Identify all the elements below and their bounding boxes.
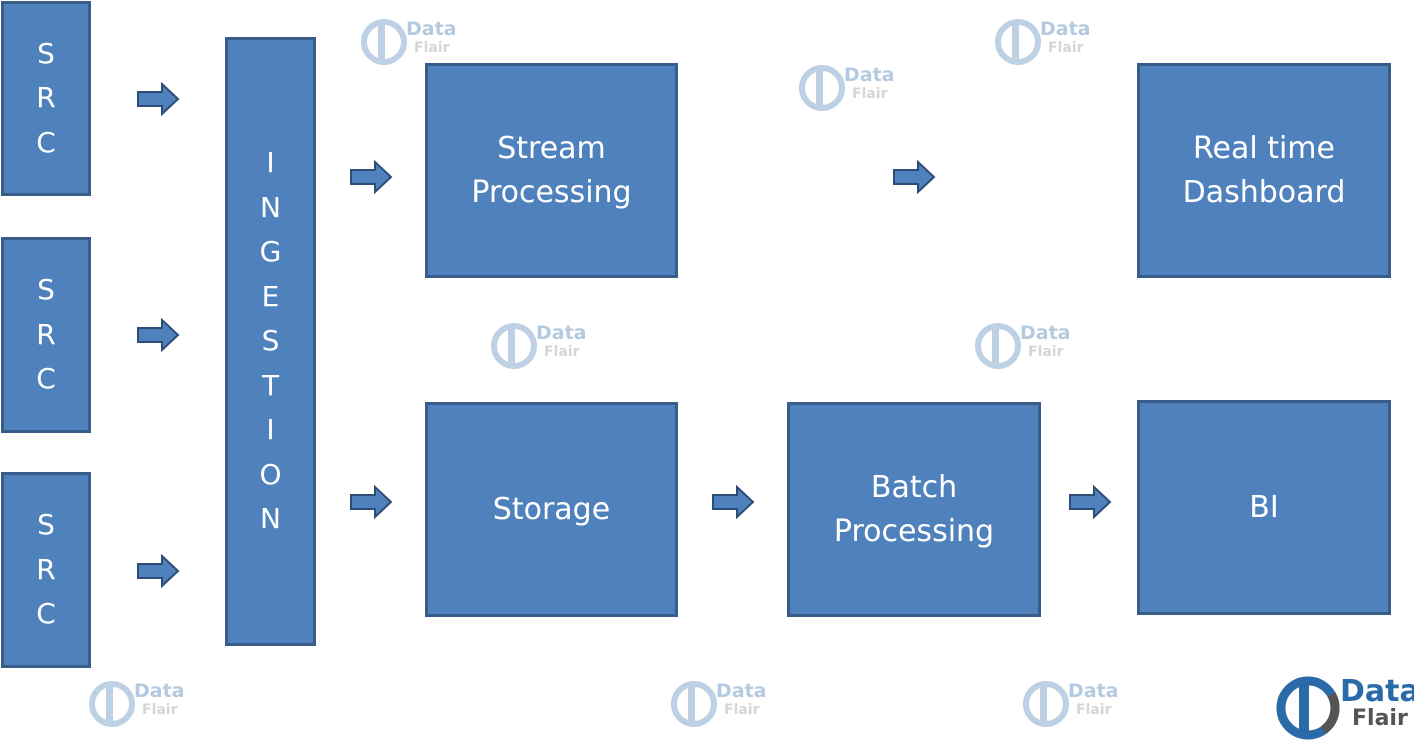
batch-processing-label: Batch Processing [833,469,995,549]
watermark-logo: Data Flair [88,678,185,730]
realtime-dashboard-label: Real time Dashboard [1182,130,1346,210]
watermark-logo: Data Flair [360,16,457,68]
source-letter: S [37,273,55,307]
source-letter: C [36,597,56,631]
source-letter: S [37,508,55,542]
dataflair-logo-icon [361,19,407,65]
dataflair-logo-icon [995,19,1041,65]
source-letter: R [36,552,56,586]
source-letter: C [36,362,56,396]
ingestion-letter: S [261,324,280,358]
dataflair-logo-icon [1276,676,1340,740]
ingestion-letter: N [260,190,281,224]
ingestion-letter: E [261,279,280,313]
dataflair-logo-icon [1023,681,1069,727]
arrow-right-icon [350,160,393,194]
arrow-right-icon [1069,485,1112,519]
arrow-right-icon [712,485,755,519]
dataflair-logo-icon [975,323,1021,369]
arrow-right-icon [137,82,180,116]
bi-box: BI [1137,400,1391,615]
dataflair-logo: Data Flair [1274,672,1414,742]
watermark-logo: Data Flair [670,678,767,730]
dataflair-logo-icon [89,681,135,727]
ingestion-letter: T [261,368,280,402]
realtime-dashboard-box: Real time Dashboard [1137,63,1391,278]
dataflair-logo-icon [671,681,717,727]
watermark-logo: Data Flair [974,320,1071,372]
watermark-logo: Data Flair [1022,678,1119,730]
arrow-right-icon [893,160,936,194]
source-box: S R C [1,237,91,433]
ingestion-box: I N G E S T I O N [225,37,316,646]
watermark-logo: Data Flair [490,320,587,372]
source-box: S R C [1,472,91,668]
source-letter: R [36,81,56,115]
dataflair-logo-icon [491,323,537,369]
stream-processing-box: Stream Processing [425,63,678,278]
stream-processing-label: Stream Processing [471,130,632,210]
storage-label: Storage [492,491,611,527]
batch-processing-box: Batch Processing [787,402,1041,617]
source-letter: C [36,125,56,159]
dataflair-logo-icon [799,65,845,111]
arrow-right-icon [137,318,180,352]
ingestion-letter: N [260,502,281,536]
ingestion-letter: G [259,235,282,269]
source-box: S R C [1,1,91,196]
arrow-right-icon [350,485,393,519]
bi-label: BI [1249,489,1279,525]
ingestion-letter: I [266,413,275,447]
ingestion-letter: O [259,457,282,491]
source-letter: R [36,317,56,351]
source-letter: S [37,36,55,70]
watermark-logo: Data Flair [798,62,895,114]
storage-box: Storage [425,402,678,617]
arrow-right-icon [137,554,180,588]
ingestion-letter: I [266,146,275,180]
watermark-logo: Data Flair [994,16,1091,68]
